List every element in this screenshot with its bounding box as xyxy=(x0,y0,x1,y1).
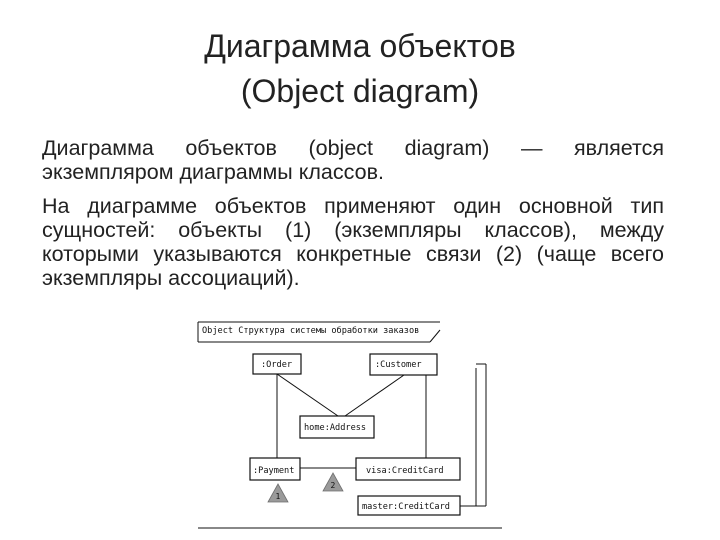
diagram-frame xyxy=(197,321,502,529)
body-paragraph-1: Диаграмма объектов (object diagram) — яв… xyxy=(42,136,664,184)
marker-link: 2 xyxy=(322,472,344,492)
object-address: home:Address xyxy=(299,415,375,439)
object-customer: :Customer xyxy=(369,353,438,376)
object-order-label: :Order xyxy=(261,360,292,370)
marker-object: 1 xyxy=(267,483,289,503)
frame-label: Object Структура системы обработки заказ… xyxy=(202,325,419,336)
object-address-label: home:Address xyxy=(304,423,366,433)
object-master: master:CreditCard xyxy=(357,495,461,516)
object-diagram-canvas: Object Структура системы обработки заказ… xyxy=(197,321,502,529)
slide-title: Диаграмма объектов (Object diagram) xyxy=(0,24,720,114)
object-payment-label: :Payment xyxy=(253,466,294,476)
object-customer-label: :Customer xyxy=(375,360,422,370)
object-order: :Order xyxy=(252,353,302,375)
marker-link-label: 2 xyxy=(331,481,336,490)
object-diagram: Object Структура системы обработки заказ… xyxy=(190,318,510,536)
slide-body: Диаграмма объектов (object diagram) — яв… xyxy=(42,136,664,290)
object-links xyxy=(276,363,487,507)
object-visa: visa:CreditCard xyxy=(355,457,461,481)
body-paragraph-2: На диаграмме объектов применяют один осн… xyxy=(42,194,664,290)
link-customer-address xyxy=(344,374,405,417)
title-line-1: Диаграмма объектов xyxy=(204,28,516,64)
object-master-label: master:CreditCard xyxy=(362,502,450,512)
object-payment: :Payment xyxy=(249,457,301,481)
link-order-address xyxy=(276,373,339,417)
object-visa-label: visa:CreditCard xyxy=(366,466,444,476)
marker-object-label: 1 xyxy=(276,492,281,501)
title-line-2: (Object diagram) xyxy=(240,73,480,109)
